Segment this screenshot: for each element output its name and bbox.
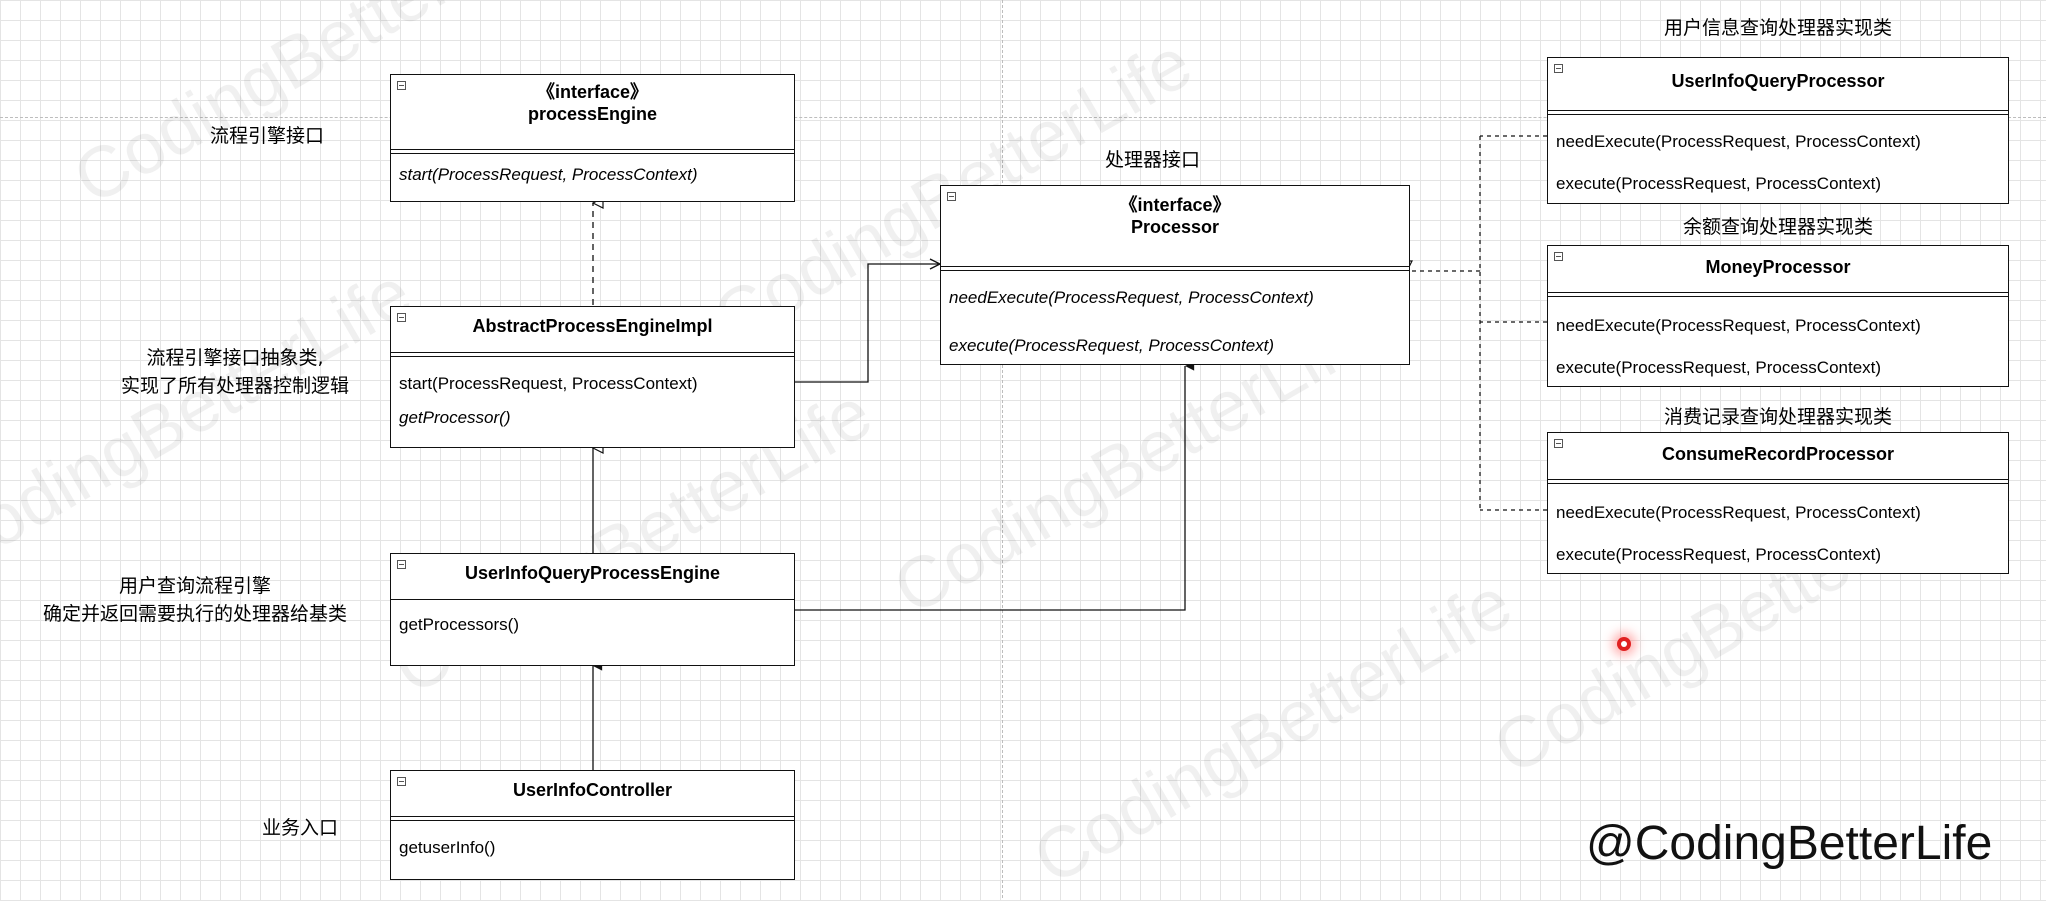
- label-money-impl: 余额查询处理器实现类: [1682, 216, 1873, 238]
- collapse-icon[interactable]: [397, 81, 406, 90]
- class-user-info-controller[interactable]: UserInfoController getuserInfo(): [390, 770, 795, 880]
- class-header: AbstractProcessEngineImpl: [472, 316, 713, 336]
- association-user-engine-to-processor: [795, 361, 1195, 611]
- divider: [1548, 479, 2008, 484]
- stereotype: 《interface》: [536, 82, 649, 102]
- class-money-processor[interactable]: MoneyProcessor needExecute(ProcessReques…: [1547, 245, 2009, 387]
- class-name: Processor: [1130, 217, 1220, 237]
- divider: [391, 352, 794, 357]
- divider: [1548, 292, 2008, 297]
- class-header: MoneyProcessor: [1705, 257, 1851, 277]
- class-abstract-process-engine-impl[interactable]: AbstractProcessEngineImpl start(ProcessR…: [390, 306, 795, 448]
- divider: [1548, 110, 2008, 115]
- collapse-icon[interactable]: [397, 777, 406, 786]
- class-user-info-query-process-engine[interactable]: UserInfoQueryProcessEngine getProcessors…: [390, 553, 795, 666]
- operation: execute(ProcessRequest, ProcessContext): [1556, 545, 1882, 564]
- collapse-icon[interactable]: [397, 560, 406, 569]
- stereotype: 《interface》: [1119, 195, 1231, 215]
- class-processor[interactable]: 《interface》 Processor needExecute(Proces…: [940, 185, 1410, 365]
- operation: execute(ProcessRequest, ProcessContext): [949, 336, 1275, 355]
- operation: getuserInfo(): [399, 838, 496, 857]
- divider: [391, 599, 794, 600]
- collapse-icon[interactable]: [1554, 252, 1563, 261]
- label-abstract-line2: 实现了所有处理器控制逻辑: [120, 375, 349, 397]
- operation: getProcessors(): [399, 615, 519, 634]
- operation: execute(ProcessRequest, ProcessContext): [1556, 174, 1882, 193]
- operation: needExecute(ProcessRequest, ProcessConte…: [1556, 316, 1921, 335]
- operation: needExecute(ProcessRequest, ProcessConte…: [1556, 132, 1921, 151]
- collapse-icon[interactable]: [397, 313, 406, 322]
- cursor-pointer-icon: [1617, 637, 1631, 651]
- class-header: ConsumeRecordProcessor: [1661, 444, 1895, 464]
- class-name: processEngine: [527, 104, 658, 124]
- class-header: UserInfoQueryProcessor: [1671, 71, 1885, 91]
- collapse-icon[interactable]: [1554, 439, 1563, 448]
- collapse-icon[interactable]: [1554, 64, 1563, 73]
- label-user-info-impl: 用户信息查询处理器实现类: [1663, 17, 1892, 39]
- operation: getProcessor(): [399, 408, 511, 427]
- label-engine-interface: 流程引擎接口: [210, 125, 325, 147]
- operation: needExecute(ProcessRequest, ProcessConte…: [949, 288, 1314, 307]
- class-process-engine[interactable]: 《interface》 processEngine start(ProcessR…: [390, 74, 795, 202]
- class-user-info-query-processor[interactable]: UserInfoQueryProcessor needExecute(Proce…: [1547, 57, 2009, 204]
- guide-line-horizontal: [0, 117, 2046, 118]
- label-abstract-line1: 流程引擎接口抽象类,: [146, 347, 324, 369]
- collapse-icon[interactable]: [947, 192, 956, 201]
- operation: start(ProcessRequest, ProcessContext): [399, 165, 698, 184]
- label-business-entry: 业务入口: [262, 817, 339, 839]
- class-consume-record-processor[interactable]: ConsumeRecordProcessor needExecute(Proce…: [1547, 432, 2009, 574]
- class-header: UserInfoQueryProcessEngine: [464, 563, 721, 583]
- operation: needExecute(ProcessRequest, ProcessConte…: [1556, 503, 1921, 522]
- label-consume-impl: 消费记录查询处理器实现类: [1663, 406, 1892, 428]
- brand-watermark: @CodingBetterLife: [1586, 817, 1993, 870]
- association-abstract-to-processor: [795, 264, 940, 383]
- class-header: 《interface》 processEngine: [391, 75, 794, 149]
- divider: [391, 149, 794, 154]
- label-user-engine-line1: 用户查询流程引擎: [118, 575, 271, 597]
- class-header: UserInfoController: [512, 780, 672, 800]
- operation: start(ProcessRequest, ProcessContext): [399, 374, 698, 393]
- operation: execute(ProcessRequest, ProcessContext): [1556, 358, 1882, 377]
- divider: [941, 266, 1409, 271]
- divider: [391, 816, 794, 821]
- label-processor-interface: 处理器接口: [1105, 149, 1201, 171]
- label-user-engine-line2: 确定并返回需要执行的处理器给基类: [42, 603, 347, 625]
- guide-line-vertical: [1002, 0, 1003, 898]
- class-header: 《interface》 Processor: [941, 186, 1409, 266]
